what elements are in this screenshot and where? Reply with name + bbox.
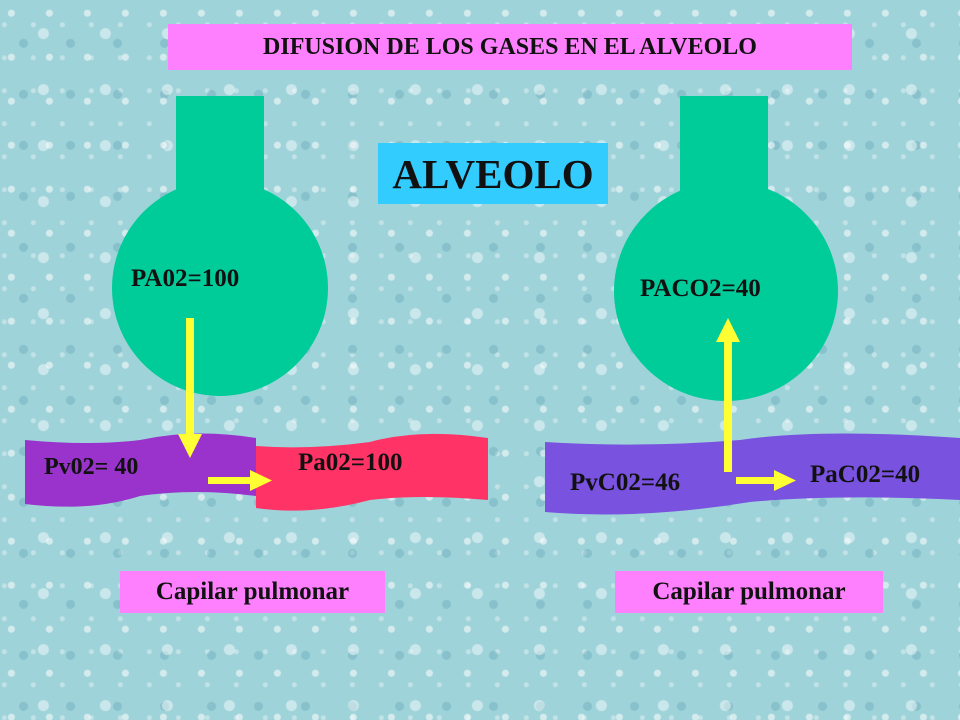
left-alveolus (112, 96, 328, 396)
right-co2-up-arrow (716, 318, 740, 472)
right-capillary-label-box: Capilar pulmonar (615, 571, 883, 613)
right-capillary-label: Capilar pulmonar (652, 578, 846, 605)
alveolo-label-box: ALVEOLO (378, 143, 608, 204)
right-alveolar-pco2: PACO2=40 (640, 275, 761, 302)
right-alveolus-sac (614, 181, 838, 401)
title-box: DIFUSION DE LOS GASES EN EL ALVEOLO (168, 24, 852, 70)
left-flow-arrow (208, 470, 272, 491)
left-arterial-capillary (256, 433, 488, 511)
right-venous-pco2: PvC02=46 (570, 469, 680, 496)
right-alveolus (614, 96, 838, 401)
left-venous-capillary (25, 433, 256, 507)
left-o2-down-arrow (178, 318, 202, 458)
left-alveolus-sac (112, 180, 328, 396)
left-arterial-po2: Pa02=100 (298, 449, 403, 476)
title-text: DIFUSION DE LOS GASES EN EL ALVEOLO (263, 33, 757, 60)
left-venous-po2: Pv02= 40 (44, 454, 138, 480)
right-arterial-pco2: PaC02=40 (810, 461, 920, 488)
left-capillary-label-box: Capilar pulmonar (120, 571, 385, 613)
right-capillary (545, 433, 960, 515)
left-alveolar-po2: PA02=100 (131, 265, 239, 292)
right-flow-arrow (736, 470, 796, 491)
alveolo-label: ALVEOLO (392, 150, 594, 197)
left-capillary-label: Capilar pulmonar (155, 578, 350, 605)
